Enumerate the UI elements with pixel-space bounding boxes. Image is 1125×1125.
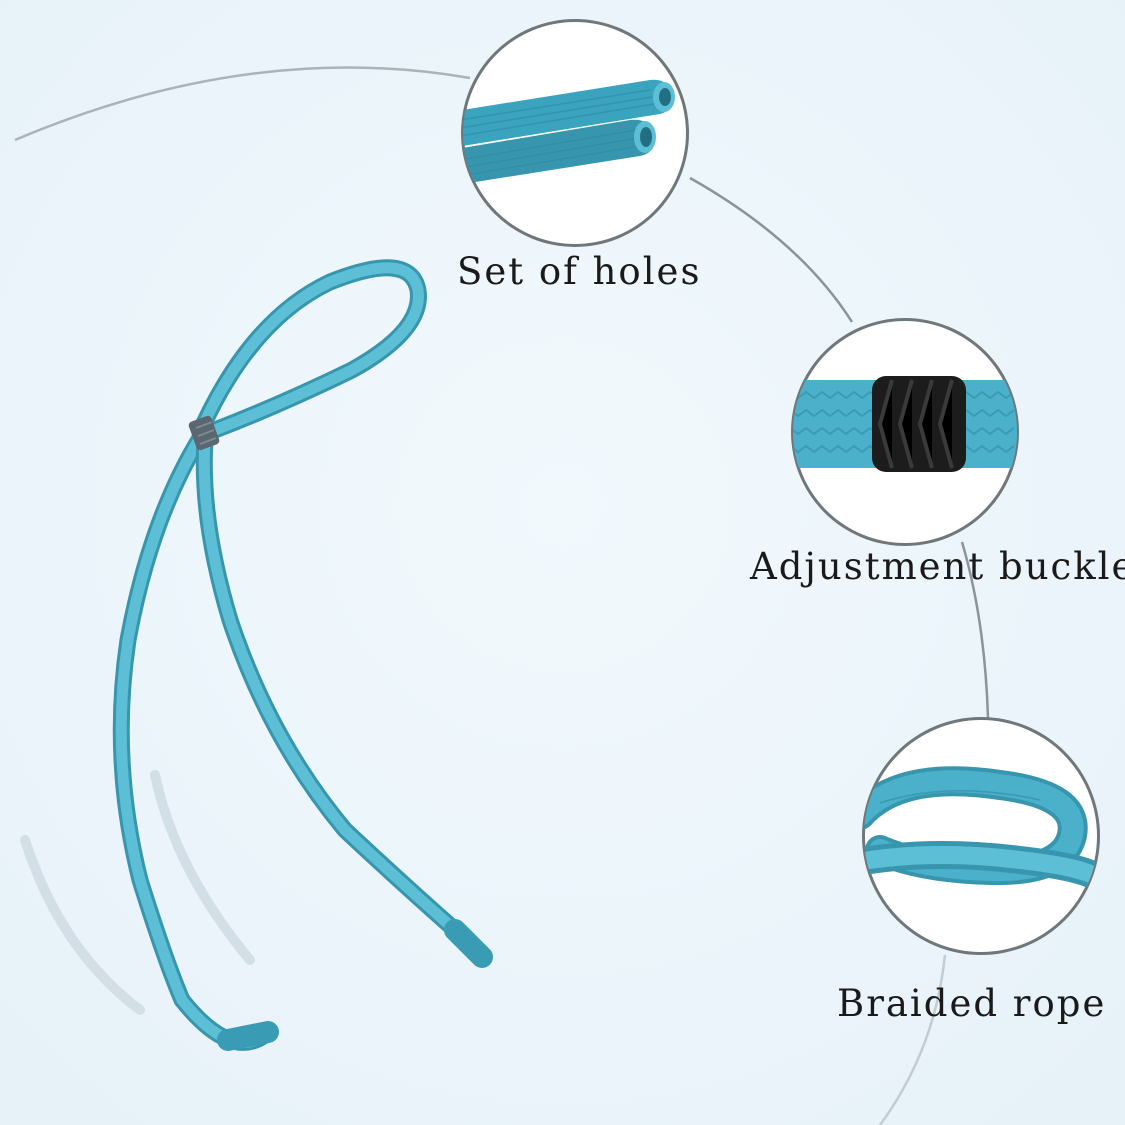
buckle-detail-circle [791, 318, 1019, 546]
connector-arc-4 [878, 954, 947, 1125]
connector-arc-2 [689, 176, 854, 323]
rope-shadow [20, 770, 255, 1015]
holes-detail-circle [461, 19, 689, 247]
label-set-of-holes: Set of holes [457, 250, 702, 293]
connector-arc-3 [960, 541, 990, 719]
label-adjustment-buckle: Adjustment buckle [750, 545, 1125, 588]
label-braided-rope: Braided rope [837, 982, 1107, 1025]
rope-detail-circle [862, 717, 1100, 955]
connector-arc [14, 66, 471, 142]
rope-slider [188, 415, 220, 451]
rope-main [112, 259, 493, 1051]
